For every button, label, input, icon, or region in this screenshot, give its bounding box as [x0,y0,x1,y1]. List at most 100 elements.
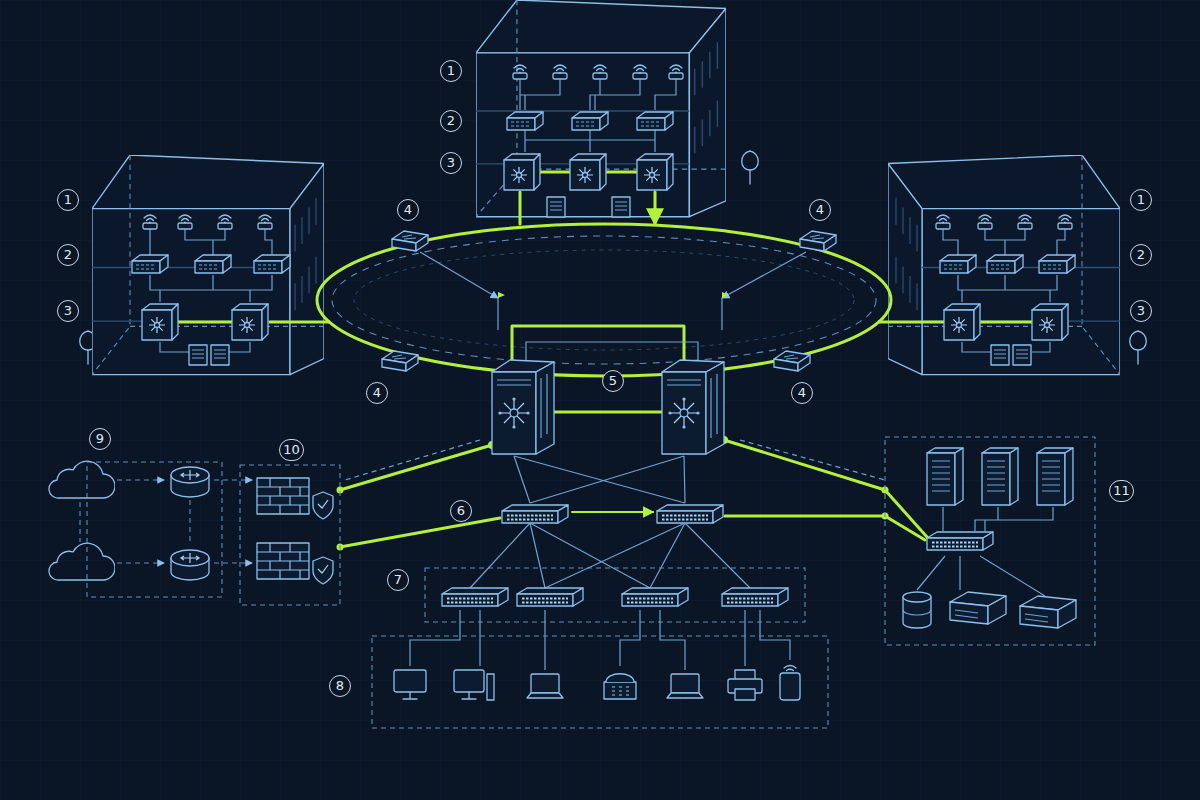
drawing-path [525,130,655,152]
distribution-switch [1032,304,1068,340]
access-point [258,215,272,229]
drawing-path [520,79,676,110]
drawing-path [340,445,492,490]
distribution-switch [504,154,540,190]
callout-number: 4 [809,199,831,221]
drawing-path [117,479,164,480]
callout-number: 4 [791,382,813,404]
callout-number: 10 [279,439,304,461]
cloud-icon [49,543,115,580]
callout-number: 2 [1130,244,1152,266]
access-switch [572,112,608,130]
server-icon [1020,596,1076,628]
ring-router [800,231,836,251]
group-outline [885,437,1095,645]
rack [1013,345,1031,365]
drawing-path [740,440,885,480]
core-switch [492,360,554,454]
datacentre-links [917,507,1053,596]
drawing-path [980,321,1032,324]
callout-number: 1 [57,189,79,211]
distribution-switch [570,154,606,190]
ring-dashed [332,236,876,364]
callout-number: 1 [1130,189,1152,211]
callout-number: 2 [440,110,462,132]
access-switch [195,255,231,273]
core-switch [662,360,724,454]
access-switch [622,588,688,606]
rack [991,345,1009,365]
tree [1130,331,1147,364]
access-point [1058,215,1072,229]
access-point [1018,215,1032,229]
group-outline [240,465,340,605]
drawing-path [725,516,925,540]
access-point [553,65,567,79]
cloud-icon [49,461,115,498]
distribution-switch [232,304,268,340]
distribution-switch [657,505,723,523]
server-rack [982,448,1018,505]
datacentre-switch [927,532,993,550]
access-switch [722,588,788,606]
desktop-icon [454,670,494,700]
drawing-path [340,518,500,547]
ring-inner [354,250,854,350]
drawing-path [150,275,272,302]
callout-number: 5 [602,370,624,392]
callout-number: 1 [440,60,462,82]
drawing-path [943,507,1053,531]
callout-number: 2 [57,244,79,266]
access-switch [254,255,290,273]
access-switch [1039,255,1075,273]
access-point [669,65,683,79]
core-links [337,326,928,551]
access-switch [637,112,673,130]
callout-number: 9 [89,428,111,450]
access-switch [442,588,508,606]
callout-number: 4 [397,199,419,221]
drawing-path [470,523,750,588]
drawing-path [722,292,729,298]
phone-icon [604,674,636,699]
monitor-icon [394,670,426,699]
access-switch [517,588,583,606]
drawing-path [722,252,806,298]
laptop-icon [667,674,703,698]
access-switch [987,255,1023,273]
group-outline [425,568,805,622]
tree [742,151,759,184]
drawing-path [520,192,655,224]
access-point [143,215,157,229]
drawing-path [80,500,190,543]
firewall-icon [257,543,333,584]
rack [612,197,630,217]
edge-router [171,467,209,497]
group-outline [372,636,828,728]
server-icon [950,592,1006,624]
distribution-switch [502,505,568,523]
access-links [410,523,790,670]
access-switch [132,255,168,273]
laptop-icon [527,674,563,698]
drawing-path [117,562,164,563]
ring-fibre [317,224,891,376]
server-rack [927,448,963,505]
drawing-path [572,511,653,513]
building-right [888,155,1120,375]
building-top [476,0,726,217]
access-point [978,215,992,229]
drawing-path [345,440,480,480]
drawing-path [879,321,944,324]
callout-number: 11 [1109,480,1134,502]
ring-router-links [420,252,806,330]
access-switch [940,255,976,273]
drawing-path [514,456,685,503]
drawing-path [917,556,1045,596]
drawing-path [498,292,505,298]
ring-router [774,351,810,371]
drawing-path [178,321,232,324]
drawing-path [214,562,252,563]
callout-number: 7 [387,569,409,591]
